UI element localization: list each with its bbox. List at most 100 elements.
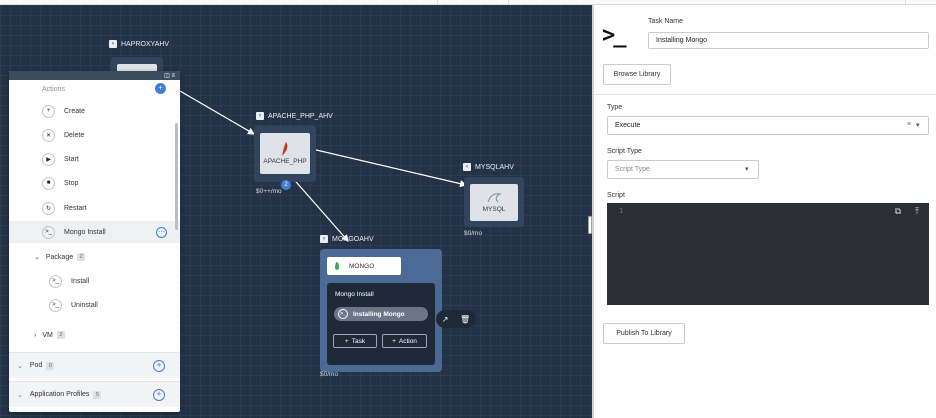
action-label: Stop (64, 179, 79, 187)
service-substrate-apache-php[interactable]: APACHE_PHP (260, 133, 310, 174)
service-substrate-mongo[interactable]: MONGO (327, 257, 401, 275)
action-item-delete[interactable]: ✕ Delete (9, 124, 180, 146)
pane-splitter[interactable] (592, 5, 594, 418)
type-select[interactable]: Execute (607, 116, 929, 135)
package-item-uninstall[interactable]: >_ Uninstall (9, 294, 180, 316)
section-divider (594, 94, 936, 95)
link-arrow-icon[interactable]: ↗ (441, 314, 449, 324)
panel-toggle-icon[interactable]: ◫ ≡ (164, 73, 175, 79)
service-box-mysql[interactable]: MYSQL (464, 177, 524, 227)
service-name: MYSQLAHV (475, 163, 514, 171)
mysql-dolphin-icon (487, 193, 502, 203)
package-item-label: Uninstall (71, 301, 98, 309)
service-title-apache-php[interactable]: ‹ APACHE_PHP_AHV (256, 112, 333, 120)
splitter-handle[interactable] (588, 216, 592, 234)
browse-library-button[interactable]: Browse Library (603, 64, 671, 85)
task-config-panel: >_ Task Name Installing Mongo Browse Lib… (594, 5, 936, 418)
actions-header-label: Actions (42, 85, 65, 93)
type-label: Type (607, 104, 623, 111)
action-label: Mongo Install (64, 228, 106, 236)
chevron-down-icon[interactable]: ▾ (745, 166, 749, 173)
service-name: HAPROXYAHV (121, 40, 170, 48)
actions-panel: ◫ ≡ Actions + + Create ✕ Delete ▶ Start … (9, 71, 180, 412)
task-name-input[interactable]: Installing Mongo (648, 32, 929, 49)
action-item-create[interactable]: + Create (9, 100, 180, 122)
add-pod-plus-icon[interactable]: + (153, 359, 165, 372)
panel-scrollbar[interactable] (175, 123, 178, 230)
chevron-down-icon: ⌄ (17, 362, 23, 370)
wire-apache-mongo (289, 174, 349, 242)
restart-icon: ↻ (42, 201, 55, 215)
group-label: Package (45, 253, 74, 261)
selected-task-pill[interactable]: >_ Installing Mongo (334, 307, 428, 321)
add-profile-plus-icon[interactable]: + (153, 388, 165, 401)
section-pod[interactable]: ⌄ Pod 0 + (9, 352, 180, 378)
type-value: Execute (615, 122, 641, 129)
wire-haproxy-apache (179, 90, 256, 135)
publish-button-label: Publish To Library (616, 330, 672, 337)
more-options-icon[interactable]: ⋯ (156, 226, 167, 238)
trash-icon[interactable]: 🗑 (460, 314, 471, 324)
group-label: VM (42, 331, 53, 339)
service-substrate-mysql[interactable]: MYSQL (470, 184, 518, 221)
clear-x-icon[interactable]: × (907, 121, 912, 128)
apache-feather-icon (282, 142, 288, 156)
service-title-mongo[interactable]: ‹ MONGOAHV (320, 235, 374, 243)
task-name-value: Installing Mongo (656, 37, 707, 44)
script-type-select[interactable]: Script Type (607, 160, 759, 179)
terminal-icon: >_ (42, 225, 55, 239)
action-label: Delete (64, 131, 85, 139)
section-label: Application Profiles (29, 391, 90, 398)
service-box-mongo[interactable]: MONGO Mongo Install >_ Installing Mongo … (320, 249, 442, 372)
action-item-restart[interactable]: ↻ Restart (9, 197, 180, 219)
count-badge: 5 (93, 390, 102, 399)
play-icon: ▶ (42, 152, 55, 166)
service-name: MONGOAHV (332, 235, 374, 243)
script-editor[interactable]: 1 ⧉ ⤒ (607, 203, 929, 305)
count-badge: 0 (46, 361, 55, 370)
substrate-label: MONGO (349, 262, 375, 270)
group-package[interactable]: ⌄ Package 2 (9, 246, 180, 268)
mongo-leaf-icon (335, 262, 339, 270)
chevron-right-icon: › (34, 331, 37, 339)
group-vm[interactable]: › VM 2 (9, 324, 180, 346)
add-task-button[interactable]: + Task (333, 334, 377, 348)
service-title-mysql[interactable]: ‹ MYSQLAHV (463, 163, 514, 171)
popover-title: Mongo Install (335, 291, 374, 298)
service-title-haproxy[interactable]: ‹ HAPROXYAHV (109, 40, 169, 48)
count-badge: 2 (77, 253, 86, 261)
package-item-install[interactable]: >_ Install (9, 270, 180, 292)
action-item-stop[interactable]: ■ Stop (9, 172, 180, 194)
terminal-icon: >_ (338, 309, 348, 319)
add-action-plus-icon[interactable]: + (155, 83, 166, 94)
panel-header-bar: ◫ ≡ (9, 71, 180, 80)
script-type-placeholder: Script Type (615, 166, 650, 173)
plus-icon: + (344, 337, 349, 345)
script-type-label: Script Type (607, 148, 642, 155)
line-number: 1 (619, 207, 624, 215)
add-action-button[interactable]: + Action (382, 334, 427, 348)
substrate-label: APACHE_PHP (263, 158, 307, 165)
x-circle-icon: ✕ (42, 128, 55, 142)
service-badge-icon: ‹ (320, 235, 328, 243)
service-badge-icon: ‹ (109, 40, 117, 48)
task-name-label: Task Name (648, 18, 684, 25)
action-item-start[interactable]: ▶ Start (9, 148, 180, 170)
chevron-down-icon[interactable]: ▾ (916, 122, 920, 129)
section-label: Pod (29, 362, 43, 369)
toolbar-divider (508, 0, 509, 5)
package-item-label: Install (71, 277, 90, 285)
service-box-apache-php[interactable]: APACHE_PHP (254, 126, 316, 182)
expand-icon[interactable]: ⧉ (894, 206, 901, 216)
action-label: Start (64, 155, 79, 163)
action-item-mongo-install[interactable]: >_ Mongo Install ⋯ (9, 221, 180, 243)
task-tools: ↗ 🗑 (436, 310, 476, 328)
upload-icon[interactable]: ⤒ (915, 206, 919, 216)
section-application-profiles[interactable]: ⌄ Application Profiles 5 + (9, 381, 180, 407)
terminal-prompt-icon: >_ (602, 23, 626, 48)
publish-to-library-button[interactable]: Publish To Library (603, 323, 685, 344)
service-name: APACHE_PHP_AHV (268, 112, 333, 120)
stop-icon: ■ (42, 176, 55, 190)
plus-circle-icon: + (42, 104, 55, 118)
task-popover: Mongo Install >_ Installing Mongo + Task… (327, 283, 435, 365)
